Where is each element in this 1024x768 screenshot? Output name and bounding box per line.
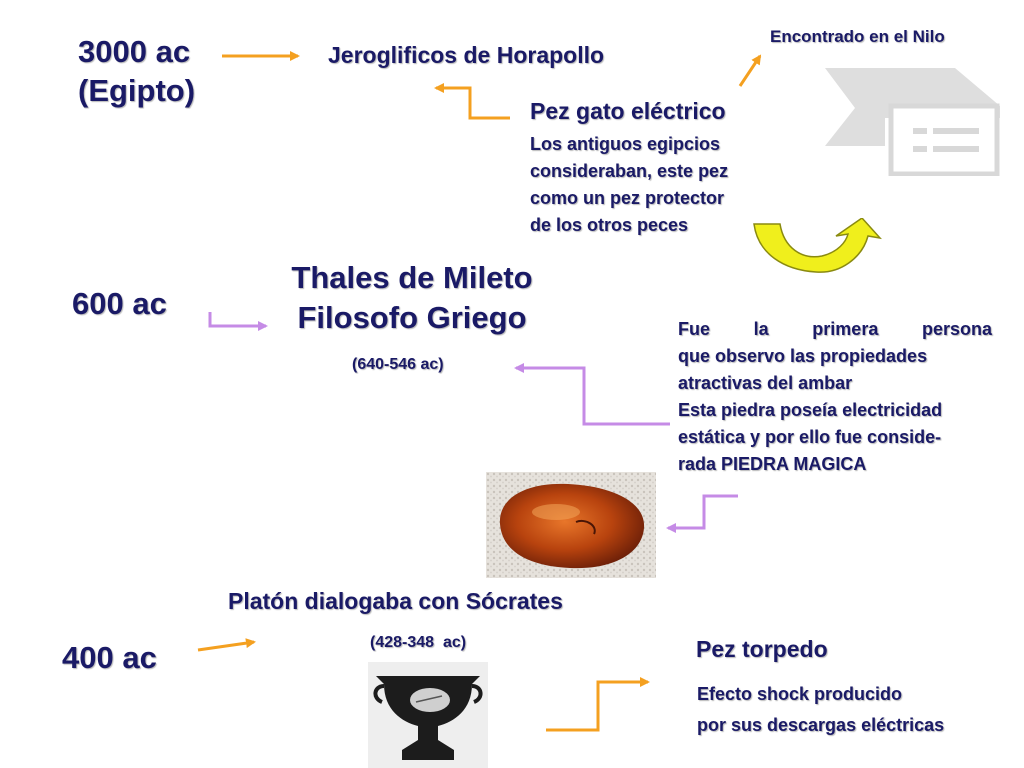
nile-note: Encontrado en el Nilo [770,27,945,46]
thales-description: Fue la primera persona que observo las p… [678,316,992,478]
platon-title: Platón dialogaba con Sócrates [228,588,563,614]
thales-desc-line: Fue la primera persona [678,319,992,339]
torpedo-title: Pez torpedo [696,636,828,662]
arrow-to-nile-note [738,54,762,87]
thales-desc-highlight: Esta piedra poseía electricidad [678,400,943,420]
amber-stone-image [486,472,656,578]
thales-name: Thales de Mileto Filosofo Griego [262,258,562,338]
document-icon [825,68,1000,176]
thales-desc-line: atractivas del ambar [678,373,853,393]
thales-desc-highlight: rada PIEDRA MAGICA [678,454,867,474]
date-600: 600 ac [72,286,167,321]
torpedo-desc-line: por sus descargas eléctricas [697,715,945,735]
platon-years: (428-348 ac) [370,634,467,651]
catfish-desc-line: de los otros peces [530,215,689,235]
torpedo-description: Efecto shock producido por sus descargas… [697,679,944,741]
catfish-description: Los antiguos egipcios consideraban, este… [530,131,728,239]
date-3000-line1: 3000 ac [78,34,191,69]
catfish-title: Pez gato eléctrico [530,98,726,124]
date-3000: 3000 ac (Egipto) [78,32,195,110]
arrow-fish-to-source [434,83,510,120]
arrow-to-amber [666,494,738,533]
catfish-desc-line: como un pez protector [530,188,725,208]
date-400: 400 ac [62,640,157,675]
thales-name-line1: Thales de Mileto [291,260,533,295]
source-horapollo: Jeroglificos de Horapollo [328,42,605,68]
arrow-desc-to-years [514,363,670,426]
greek-vase-image [368,662,488,768]
catfish-desc-line: consideraban, este pez [530,161,729,181]
thales-desc-line: que observo las propiedades [678,346,928,366]
catfish-desc-line: Los antiguos egipcios [530,134,721,154]
arrow-600-to-thales [208,312,268,331]
arrow-400-to-platon [197,638,256,652]
curved-arrow-icon [753,218,882,273]
thales-years: (640-546 ac) [352,356,444,373]
date-3000-line2: (Egipto) [78,73,196,108]
torpedo-desc-line: Efecto shock producido [697,684,903,704]
arrow-to-torpedo [546,677,650,732]
thales-name-line2: Filosofo Griego [297,300,527,335]
thales-desc-highlight: estática y por ello fue conside- [678,427,942,447]
